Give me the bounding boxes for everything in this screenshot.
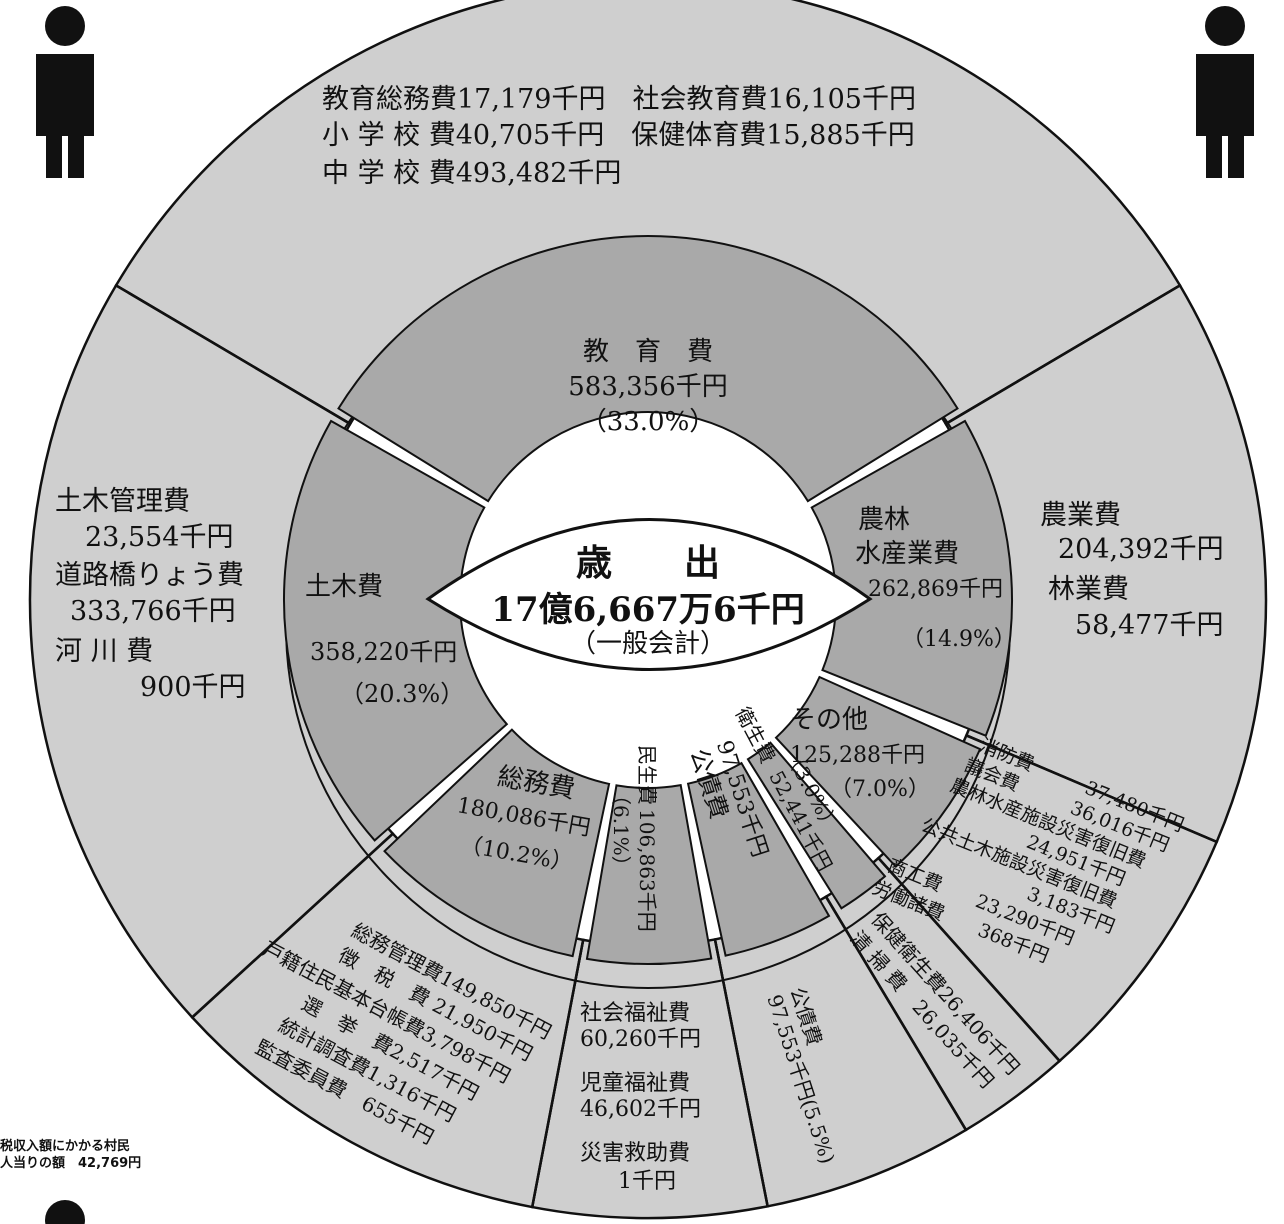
outer-divider-hyg bbox=[877, 857, 1061, 1062]
center-total: 17億6,667万6千円 bbox=[491, 590, 804, 630]
person-bottom-icon bbox=[36, 1200, 94, 1224]
inner-amount: 262,869千円 bbox=[868, 577, 1003, 602]
inner-slice-oth bbox=[774, 675, 982, 869]
inner-amount: 583,356千円 bbox=[568, 372, 728, 402]
inner-slice-debt bbox=[686, 761, 831, 957]
center-eye-shape bbox=[425, 518, 873, 671]
outer-line: 333,766千円 bbox=[70, 596, 236, 627]
note-line: 税収入額にかかる村民 bbox=[0, 1139, 131, 1154]
person-left-icon bbox=[36, 6, 94, 178]
inner-label-civil: 土木費 358,220千円 （20.3%） bbox=[305, 572, 464, 708]
inner-label-welfare: 民生費 106,863千円 （6.1%） bbox=[609, 745, 659, 932]
outer-divider-debt bbox=[824, 896, 967, 1131]
outer-line: 60,260千円 bbox=[580, 1027, 701, 1052]
outer-line: 河 川 費 bbox=[55, 636, 153, 667]
outer-line: 林業費 bbox=[1048, 574, 1129, 605]
outer-line: 中 学 校 費493,482千円 bbox=[322, 158, 621, 189]
inner-slice-civ bbox=[283, 419, 509, 842]
inner-label-education: 教 育 費 583,356千円 （33.0%） bbox=[568, 337, 728, 437]
note-line: 人当りの額 42,769円 bbox=[0, 1156, 142, 1171]
inner-label-other: その他 125,288千円 （7.0%） bbox=[790, 705, 930, 802]
inner-name: 教 育 費 bbox=[583, 337, 713, 367]
per-capita-note: 税収入額にかかる村民 人当りの額 42,769円 bbox=[0, 1138, 141, 1172]
inner-percent: （14.9%） bbox=[902, 627, 1016, 652]
outer-line: 児童福祉費 bbox=[580, 1071, 690, 1096]
outer-label-agriculture: 農業費 204,392千円 林業費 58,477千円 bbox=[1040, 500, 1224, 641]
inner-ring bbox=[283, 235, 1013, 989]
outer-line: 道路橋りょう費 bbox=[55, 560, 244, 591]
outer-line: 58,477千円 bbox=[1075, 610, 1223, 641]
person-right-icon bbox=[1196, 6, 1254, 178]
outer-line: 204,392千円 bbox=[1058, 534, 1224, 565]
outer-ring-dividers bbox=[115, 284, 1218, 1208]
outer-label-education: 教育総務費17,179千円 社会教育費16,105千円 小 学 校 費40,70… bbox=[322, 84, 916, 189]
outer-divider-gen bbox=[530, 939, 585, 1208]
inner-name: 水産業費 bbox=[855, 539, 959, 569]
center-subtitle: （一般会計） bbox=[570, 629, 726, 659]
outer-line: 土木管理費 bbox=[55, 486, 190, 517]
inner-slice-agr bbox=[810, 419, 1013, 738]
inner-name: 農林 bbox=[858, 505, 910, 535]
outer-label-civil: 土木管理費 23,554千円 道路橋りょう費 333,766千円 河 川 費 9… bbox=[55, 486, 246, 703]
center-label: 歳 出 17億6,667万6千円 （一般会計） bbox=[425, 518, 873, 671]
outer-line: 46,602千円 bbox=[580, 1097, 701, 1122]
inner-slice-hyg bbox=[746, 741, 887, 910]
outer-divider-edu bbox=[115, 284, 351, 425]
outer-line: 900千円 bbox=[140, 672, 246, 703]
inner-percent: （33.0%） bbox=[581, 407, 716, 437]
outer-ring bbox=[28, 0, 1268, 1220]
outer-divider-wel bbox=[713, 939, 769, 1207]
inner-name: 土木費 bbox=[305, 572, 383, 602]
inner-amount: 125,288千円 bbox=[790, 743, 925, 768]
outer-line: 1千円 bbox=[618, 1169, 676, 1194]
outer-line: 社会福祉費 bbox=[580, 1001, 690, 1026]
inner-slice-wel bbox=[585, 783, 713, 965]
outer-divider-oth bbox=[965, 734, 1218, 844]
inner-name: その他 bbox=[790, 705, 868, 735]
center-title: 歳 出 bbox=[576, 542, 720, 584]
outer-line: 農業費 bbox=[1040, 500, 1121, 531]
outer-line: 23,554千円 bbox=[85, 522, 233, 553]
inner-name: 民生費 bbox=[635, 745, 659, 805]
inner-slice-edu bbox=[337, 235, 959, 503]
outer-line: 小 学 校 費40,705千円 保健体育費15,885千円 bbox=[322, 120, 915, 151]
outer-label-welfare: 社会福祉費 60,260千円 児童福祉費 46,602千円 災害救助費 1千円 bbox=[580, 1001, 701, 1194]
inner-percent: （6.1%） bbox=[609, 785, 633, 876]
inner-percent: （7.0%） bbox=[830, 777, 930, 802]
outer-line: 教育総務費17,179千円 社会教育費16,105千円 bbox=[322, 84, 916, 115]
inner-amount: 358,220千円 bbox=[310, 638, 457, 666]
outer-divider-agr bbox=[945, 284, 1181, 425]
inner-slice-gen bbox=[383, 728, 611, 958]
inner-label-agriculture: 農林 水産業費 262,869千円 （14.9%） bbox=[855, 505, 1016, 652]
outer-divider-civ bbox=[191, 832, 394, 1019]
inner-percent: （20.3%） bbox=[340, 680, 464, 708]
outer-line: 災害救助費 bbox=[580, 1141, 690, 1166]
inner-amount: 106,863千円 bbox=[635, 809, 659, 932]
